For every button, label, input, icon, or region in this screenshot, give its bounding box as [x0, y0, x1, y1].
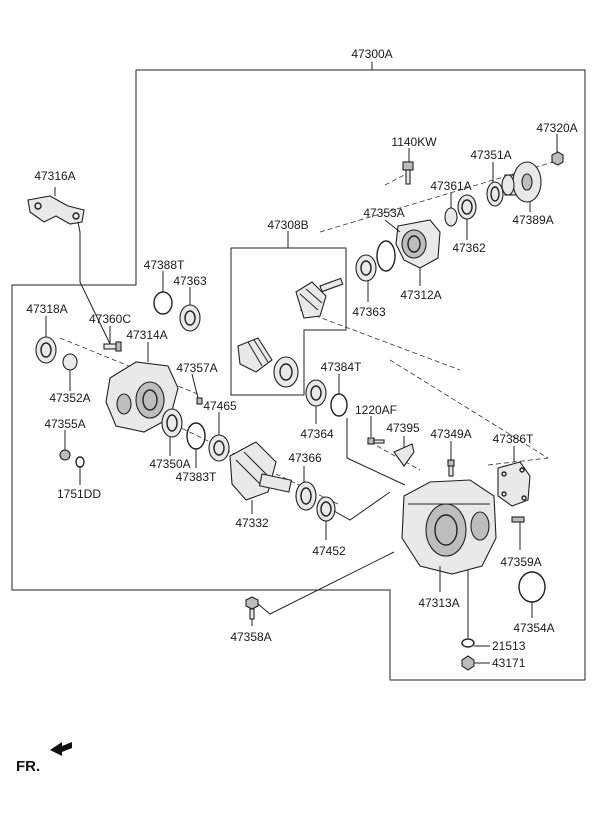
label-1751DD: 1751DD	[57, 487, 101, 501]
label-47355A: 47355A	[44, 417, 85, 431]
leader-47452	[333, 491, 391, 521]
label-47332: 47332	[235, 516, 269, 530]
assembly-outline	[11, 69, 586, 681]
label-47364: 47364	[300, 427, 334, 441]
label-47316A: 47316A	[34, 169, 75, 183]
label-47362: 47362	[452, 241, 486, 255]
label-21513: 21513	[492, 639, 526, 653]
label-47349A: 47349A	[430, 427, 471, 441]
label-47395: 47395	[386, 421, 420, 435]
bearing-47366	[295, 481, 317, 511]
leader-47353A	[384, 219, 401, 233]
bolt-1140KW	[402, 161, 414, 185]
oring-47388T	[153, 291, 173, 315]
bearing-47363-left	[179, 304, 201, 332]
label-47357A: 47357A	[176, 361, 217, 375]
pin-47357A	[196, 397, 203, 405]
label-47465: 47465	[203, 399, 237, 413]
washer-21513	[461, 638, 475, 648]
leader-47384T-b	[346, 418, 406, 486]
bearing-47465	[208, 434, 230, 462]
bracket-47316A	[27, 195, 85, 225]
seal-47351A	[486, 181, 504, 207]
label-47320A: 47320A	[536, 121, 577, 135]
label-47452: 47452	[312, 544, 346, 558]
label-47318A: 47318A	[26, 302, 67, 316]
pinion-gear-47308B	[295, 277, 344, 319]
leader-47316A-b	[77, 221, 113, 349]
bolt-1220AF	[367, 437, 385, 445]
axis-line-gasket	[487, 457, 549, 466]
axis-line-pinion	[299, 309, 461, 371]
bearing-47452	[316, 496, 336, 522]
breather-47349A	[447, 459, 455, 477]
label-47308B: 47308B	[267, 218, 308, 232]
label-47388T: 47388T	[144, 258, 185, 272]
label-47312A: 47312A	[400, 288, 441, 302]
label-47359A: 47359A	[500, 555, 541, 569]
label-47361A: 47361A	[430, 179, 471, 193]
oring-47384T	[330, 393, 348, 417]
leader-47358A	[257, 551, 395, 615]
label-47383T: 47383T	[176, 470, 217, 484]
gasket-47386T	[497, 461, 531, 507]
bearing-47350A	[161, 408, 183, 438]
label-47354A: 47354A	[513, 621, 554, 635]
axis-line-cover	[389, 359, 549, 459]
label-47366: 47366	[288, 451, 322, 465]
pin-47359A	[511, 516, 525, 523]
label-47353A: 47353A	[363, 206, 404, 220]
nut-47320A	[551, 151, 564, 166]
plug-43171	[461, 655, 475, 671]
bearing-47308B	[273, 356, 299, 388]
seal-47361A	[444, 207, 458, 227]
bearing-47364	[305, 379, 327, 407]
gear-shaft-47332	[229, 441, 292, 501]
bolt-47358A	[245, 596, 259, 620]
label-47300A: 47300A	[351, 47, 392, 61]
case-47313A	[401, 479, 497, 575]
oring-47383T	[186, 422, 206, 450]
label-47350A: 47350A	[149, 457, 190, 471]
oring-47354A	[518, 571, 546, 603]
label-47360C: 47360C	[89, 312, 131, 326]
washer-1751DD	[75, 456, 85, 468]
plug-47355A	[59, 449, 71, 461]
label-47363-right: 47363	[352, 305, 386, 319]
part-labels: 47300A 1140KW 47320A 47351A 47316A 47361…	[16, 47, 578, 775]
label-47389A: 47389A	[512, 213, 553, 227]
subassembly-box-47308B	[230, 247, 347, 396]
sensor-47395	[393, 443, 415, 467]
label-47314A: 47314A	[126, 328, 167, 342]
axis-line-1220AF	[369, 441, 421, 471]
front-direction-label: FR.	[16, 758, 40, 775]
label-1220AF: 1220AF	[355, 403, 397, 417]
label-1140KW: 1140KW	[391, 135, 437, 149]
front-arrow-icon	[50, 742, 72, 756]
oring-47353A	[376, 240, 396, 272]
label-47352A: 47352A	[49, 391, 90, 405]
flange-47389A	[501, 161, 542, 203]
label-47384T: 47384T	[321, 360, 362, 374]
label-47386T: 47386T	[493, 432, 534, 446]
label-47358A: 47358A	[230, 630, 271, 644]
label-47363-left: 47363	[173, 274, 207, 288]
bearing-47363-right	[355, 254, 377, 282]
label-47351A: 47351A	[470, 148, 511, 162]
bearing-47362	[457, 194, 477, 220]
bolt-47360C	[103, 341, 122, 352]
label-47313A: 47313A	[418, 596, 459, 610]
seal-47352A	[62, 353, 78, 371]
housing-47312A	[395, 219, 441, 269]
label-43171: 43171	[492, 656, 526, 670]
seal-47318A	[35, 336, 57, 364]
pinion-shaft-47308B	[237, 337, 273, 373]
axis-line-top	[384, 171, 411, 186]
leader-47357A	[191, 373, 199, 399]
